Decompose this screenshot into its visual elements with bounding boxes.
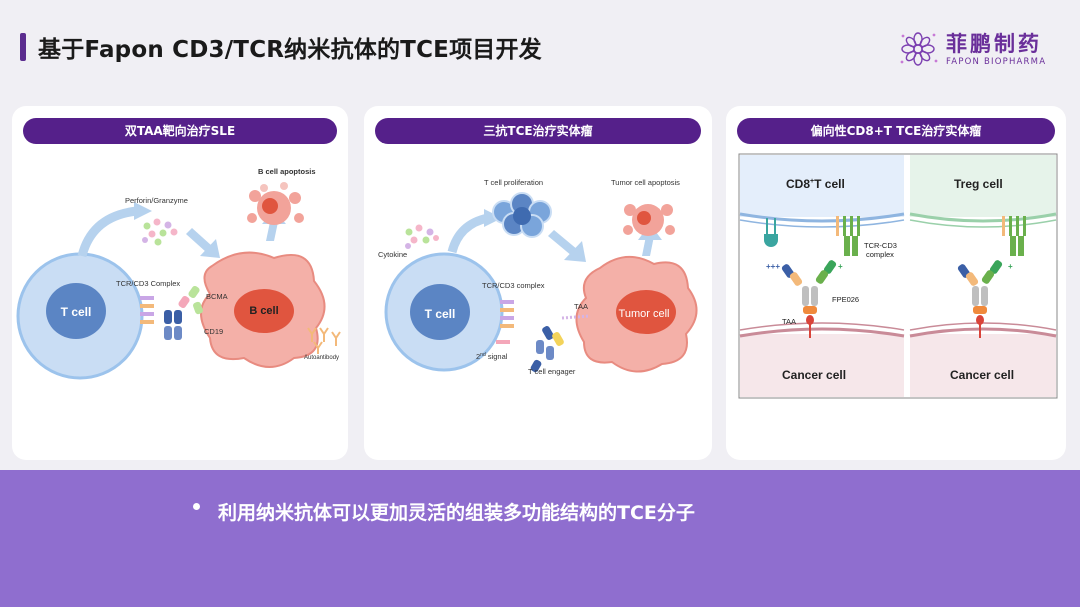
proliferation-label: T cell proliferation — [484, 178, 543, 187]
autoantibody-icons — [307, 327, 341, 354]
tcr-cd3-label-line1: TCR-CD3 — [864, 241, 897, 250]
fpe026-antibody-left — [781, 260, 837, 338]
cytokine-dots — [405, 224, 439, 249]
panel-sle-title: 双TAA靶向治疗SLE — [23, 118, 337, 144]
t-cell-nucleus — [46, 283, 106, 339]
cancer-cell-right-label: Cancer cell — [950, 368, 1014, 382]
title-accent-bar — [20, 33, 26, 61]
perforin-label: Perforin/Granzyme — [125, 196, 188, 205]
tcr-complex-receptors — [140, 296, 154, 324]
fpe026-label: FPE026 — [832, 295, 859, 304]
cancer-region-right — [910, 334, 1056, 397]
panel-biased-cd8-title: 偏向性CD8+T TCE治疗实体瘤 — [737, 118, 1055, 144]
treg-affinity-plus: + — [1008, 262, 1013, 271]
bcma-label: BCMA — [206, 292, 228, 301]
b-cell-apoptosis-fragments — [247, 182, 304, 225]
perforin-granules — [142, 218, 178, 246]
tcr-complex-label: TCR/CD3 Complex — [116, 279, 180, 288]
trispecific-diagram: T cell Cytokine T cell proliferation Tum… — [378, 178, 698, 376]
treg-cell-label: Treg cell — [954, 177, 1003, 191]
biased-cd8-diagram: CD8+T cell Treg cell TCR-CD3 complex +++… — [738, 153, 1058, 399]
tcr-receptors — [496, 300, 514, 344]
tumor-cell-label: Tumor cell — [619, 308, 670, 320]
engager-label: T cell engager — [528, 367, 576, 376]
logo-english-name: FAPON BIOPHARMA — [946, 57, 1047, 67]
t-cell-proliferation-cluster — [492, 192, 552, 238]
summary-bullet: 利用纳米抗体可以更加灵活的组装多功能结构的TCE分子 — [218, 502, 695, 524]
t-cell-label: T cell — [61, 305, 92, 319]
fpe026-antibody-right — [957, 260, 1003, 338]
t-cell-nucleus — [410, 284, 470, 340]
company-logo: 菲鹏制药 FAPON BIOPHARMA — [898, 28, 1068, 70]
arrow-tcell-to-granules — [77, 206, 138, 258]
t-cell-label: T cell — [425, 307, 456, 321]
page-title: 基于Fapon CD3/TCR纳米抗体的TCE项目开发 — [38, 37, 542, 63]
cancer-cell-left-label: Cancer cell — [782, 368, 846, 382]
bullet-dot — [193, 503, 200, 510]
tcr-complex-label: TCR/CD3 complex — [482, 281, 545, 290]
trispecific-engager — [530, 326, 564, 373]
cytokine-label: Cytokine — [378, 250, 407, 259]
taa-label: TAA — [574, 302, 588, 311]
second-signal-label: 2nd signal — [476, 352, 508, 361]
logo-chinese-name: 菲鹏制药 — [946, 31, 1042, 56]
panel-solid-tumor-trispecific: 三抗TCE治疗实体瘤 T cell Cytokine T cell prolif… — [364, 106, 712, 460]
panel-biased-cd8: 偏向性CD8+T TCE治疗实体瘤 CD8+T cell Treg cell T… — [726, 106, 1066, 460]
taa-label: TAA — [782, 317, 796, 326]
cd8-receptors — [764, 216, 860, 256]
affinity-plus-right: + — [838, 262, 843, 271]
tumor-apoptosis-fragments — [623, 204, 675, 236]
panel-trispecific-title: 三抗TCE治疗实体瘤 — [375, 118, 701, 144]
summary-band — [0, 470, 1080, 607]
bispecific-engager — [164, 285, 203, 340]
autoantibody-label: Autoantibody — [304, 355, 339, 361]
cd8-region — [740, 155, 904, 217]
sle-diagram: T cell Perforin/Granzyme B cell B cell a — [16, 167, 341, 380]
panel-sle: 双TAA靶向治疗SLE T cell Perforin/Granzyme B c… — [12, 106, 348, 460]
treg-receptors — [1002, 216, 1026, 256]
b-cell-label: B cell — [249, 305, 278, 317]
tumor-apoptosis-label: Tumor cell apoptosis — [611, 178, 680, 187]
b-cell-nucleus — [234, 289, 294, 333]
logo-flower-icon — [900, 32, 938, 66]
b-cell-apoptosis-label: B cell apoptosis — [258, 167, 316, 176]
affinity-plus-left: +++ — [766, 262, 780, 271]
cancer-region-left — [740, 334, 904, 397]
tumor-cell-nucleus — [616, 290, 676, 334]
tcr-cd3-label-line2: complex — [866, 250, 894, 259]
treg-region — [910, 155, 1056, 217]
cd8-t-cell-label: CD8+T cell — [786, 177, 845, 191]
cd19-label: CD19 — [204, 327, 223, 336]
